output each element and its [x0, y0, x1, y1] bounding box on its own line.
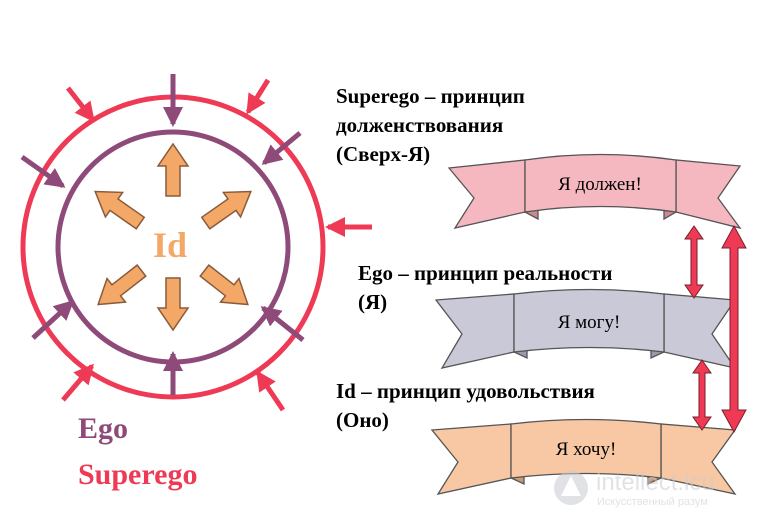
id-arrow [199, 264, 249, 306]
id-drive-arrows [94, 142, 252, 332]
superego-principle: Superego – принцип долженствования (Свер… [336, 84, 525, 166]
watermark: intellect.icu Искусственный разум [554, 469, 715, 508]
id-principle-line1: Id – принцип удовольствия [336, 379, 595, 403]
banner-left-tail [430, 423, 512, 495]
ego-principle-line1: Ego – принцип реальности [358, 261, 612, 285]
banner-superego-text: Я должен! [558, 174, 642, 195]
id-arrow [94, 190, 146, 230]
watermark-logo-mark [561, 476, 581, 496]
banner-right-tail [663, 293, 737, 369]
ego-label: Ego [78, 412, 128, 445]
id-principle-line2: (Оно) [336, 408, 389, 432]
superego-principle-line2: долженствования [336, 113, 503, 137]
ego-principle: Ego – принцип реальности (Я) [358, 261, 612, 314]
id-arrow [97, 264, 147, 306]
banner-left-tail [447, 159, 526, 229]
id-arrow [156, 142, 190, 197]
superego-pressure-arrows [61, 78, 372, 412]
banner-id [430, 418, 737, 495]
ego-arrow [31, 299, 75, 340]
id-label: Id [153, 225, 187, 265]
ego-arrow [260, 306, 305, 342]
id-arrow [200, 190, 252, 230]
banner-main [524, 153, 677, 213]
superego-arrow [61, 363, 94, 402]
double-arrow-ego-id [692, 359, 712, 431]
banner-id-text: Я хочу! [556, 439, 617, 460]
banner-right-tail [660, 423, 737, 495]
watermark-brand: intellect.icu [596, 469, 715, 496]
superego-arrow [255, 370, 286, 412]
banner-ego [434, 288, 737, 369]
watermark-subtitle: Искусственный разум [597, 496, 708, 508]
ego-principle-line2: (Я) [358, 290, 387, 314]
id-arrow [156, 277, 190, 332]
id-principle: Id – принцип удовольствия (Оно) [336, 379, 595, 432]
ego-arrow [261, 131, 302, 165]
ego-arrow [20, 154, 66, 189]
banner-superego [447, 153, 742, 230]
superego-principle-line3: (Сверх-Я) [336, 142, 430, 166]
banner-main [513, 288, 665, 353]
banner-ego-text: Я могу! [558, 312, 621, 333]
double-arrow-superego-id [721, 224, 747, 434]
double-arrow-superego-ego [684, 225, 704, 299]
banner-connector-arrows [684, 224, 747, 434]
banner-left-tail [434, 293, 515, 369]
superego-label: Superego [78, 458, 197, 491]
banner-right-tail [675, 159, 742, 230]
superego-arrow [66, 86, 95, 123]
banner-main [510, 418, 662, 479]
superego-arrow [245, 78, 271, 115]
superego-principle-line1: Superego – принцип [336, 84, 525, 108]
ego-pressure-arrows [20, 74, 305, 395]
